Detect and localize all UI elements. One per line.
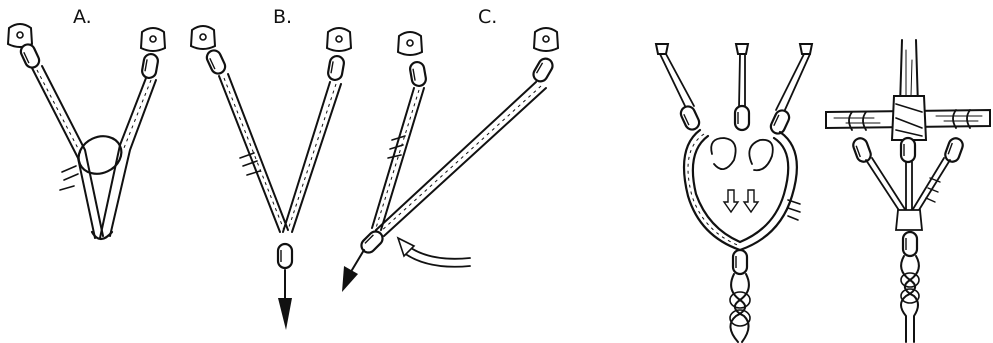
carabiner-icon [851,136,872,163]
diagram-a [8,24,165,239]
carabiner-icon [943,136,964,163]
carabiner-icon [19,42,42,70]
bolt-icon [736,44,748,54]
diagram-b [191,26,351,330]
diagram-three-bolt [656,44,812,342]
bolt-hanger-icon [141,28,165,51]
carabiner-icon [278,244,292,268]
load-arrow-icon [278,298,292,330]
bolt-hanger-icon [534,28,558,51]
shift-arrow-icon [398,238,414,256]
pull-arrow-icon [744,190,758,212]
diagram-c [342,28,558,292]
carabiner-icon [205,48,228,76]
bolt-hanger-icon [327,28,351,51]
diagram-beam-anchor [826,40,990,342]
carabiner-icon [901,138,915,162]
carabiner-icon [733,250,747,274]
bolt-hanger-icon [398,32,422,55]
carabiner-icon [409,61,427,87]
carabiner-icon [679,104,702,132]
carabiner-icon [735,106,749,130]
bolt-icon [800,44,812,54]
bolt-icon [656,44,668,54]
carabiner-icon [327,55,345,81]
carabiner-icon [903,232,917,256]
bolt-hanger-icon [191,26,215,49]
carabiner-icon [141,53,159,79]
pull-arrow-icon [724,190,738,212]
load-arrow-icon [342,266,358,292]
carabiner-icon [531,56,555,84]
